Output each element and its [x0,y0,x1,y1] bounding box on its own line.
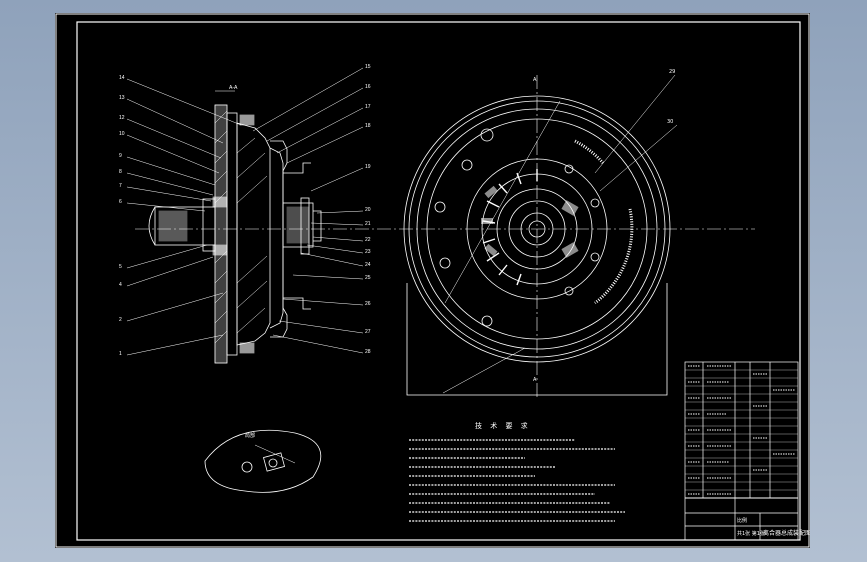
technical-requirements-body [409,439,625,522]
front-view-balloons: 29 30 [667,69,675,125]
svg-text:24: 24 [365,262,371,268]
svg-text:25: 25 [365,275,371,281]
centerline-mark-bottom: A [533,377,537,383]
svg-text:18: 18 [365,123,371,129]
svg-text:9: 9 [119,153,122,159]
drawing-title: 离合器总成装配图 [763,529,810,537]
svg-text:12: 12 [119,115,125,121]
svg-text:30: 30 [667,119,673,125]
parts-list-table [684,361,799,541]
svg-text:27: 27 [365,329,371,335]
svg-text:13: 13 [119,95,125,101]
svg-text:29: 29 [669,69,675,75]
svg-text:21: 21 [365,221,371,227]
svg-text:4: 4 [119,282,122,288]
svg-text:10: 10 [119,131,125,137]
svg-text:20: 20 [365,207,371,213]
svg-text:6: 6 [119,199,122,205]
svg-text:7: 7 [119,183,122,189]
technical-requirements-title: 技 术 要 求 [475,421,531,430]
scale-label: 比例 [737,517,747,524]
centerline-mark-top: A [533,77,537,83]
svg-text:15: 15 [365,64,371,70]
svg-text:23: 23 [365,249,371,255]
section-mark-label: A-A [229,85,238,91]
svg-text:28: 28 [365,349,371,355]
svg-text:26: 26 [365,301,371,307]
sheet-label: 共1张 第1张 [737,530,765,537]
outer-frame [55,13,810,548]
svg-text:8: 8 [119,169,122,175]
svg-text:2: 2 [119,317,122,323]
svg-text:19: 19 [365,164,371,170]
detail-view-label: 局部 [245,432,255,439]
svg-text:1: 1 [119,351,122,357]
svg-text:14: 14 [119,75,125,81]
inner-frame [76,21,801,541]
svg-text:5: 5 [119,264,122,270]
svg-text:16: 16 [365,84,371,90]
svg-text:22: 22 [365,237,371,243]
svg-text:17: 17 [365,104,371,110]
detail-view [204,429,322,493]
front-view [403,74,678,396]
